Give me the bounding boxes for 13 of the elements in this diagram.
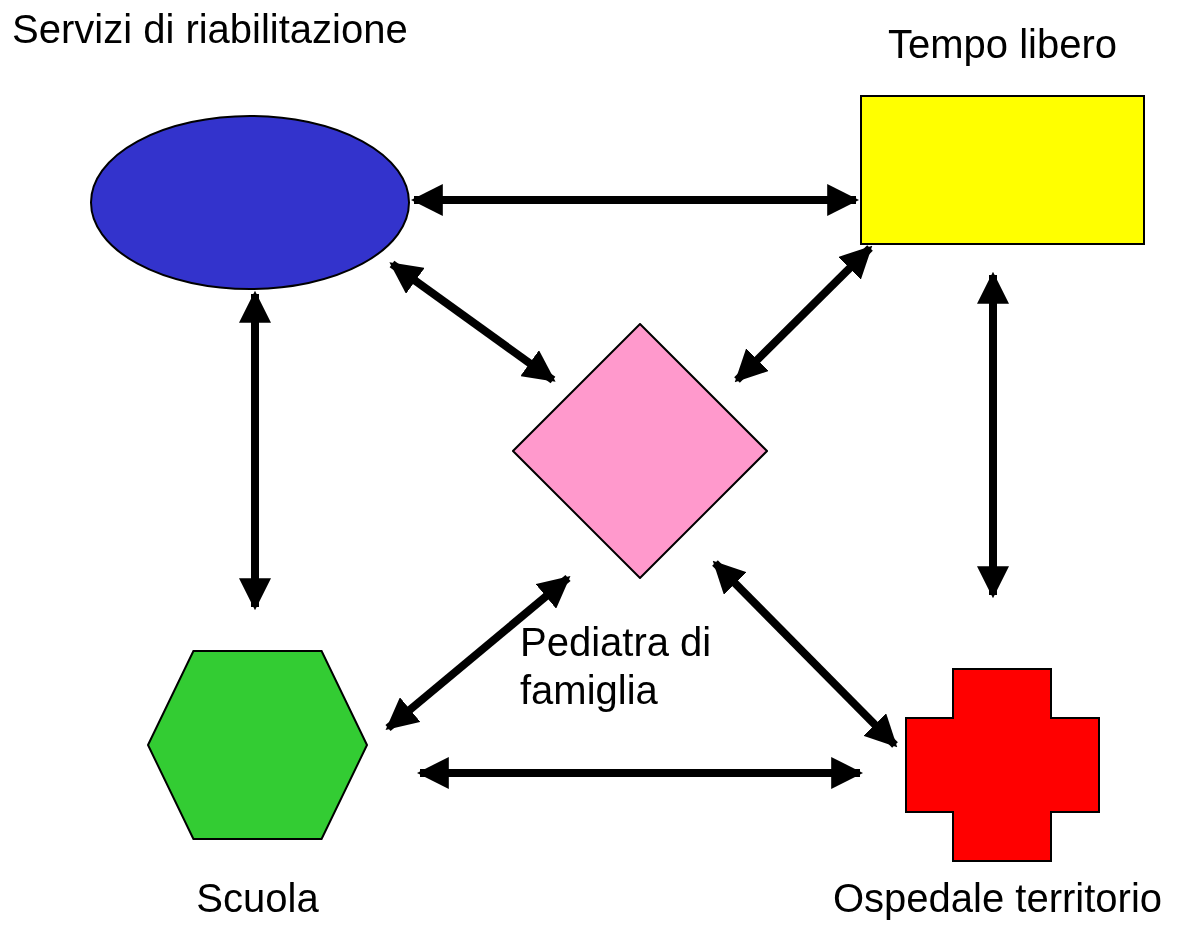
double-arrow bbox=[410, 184, 860, 216]
node-label: Ospedale territorio bbox=[831, 875, 1163, 922]
node-label: Servizi di riabilitazione bbox=[12, 6, 409, 53]
node-label: Pediatra di famiglia bbox=[520, 619, 713, 714]
node-label: Tempo libero bbox=[887, 21, 1118, 68]
double-arrow bbox=[385, 574, 571, 732]
double-arrow bbox=[416, 757, 864, 789]
double-arrow bbox=[712, 560, 898, 748]
node-label: Scuola bbox=[195, 875, 320, 922]
double-arrow bbox=[734, 245, 873, 383]
double-arrow bbox=[977, 271, 1009, 599]
double-arrow bbox=[389, 260, 556, 384]
double-arrow bbox=[239, 290, 271, 611]
